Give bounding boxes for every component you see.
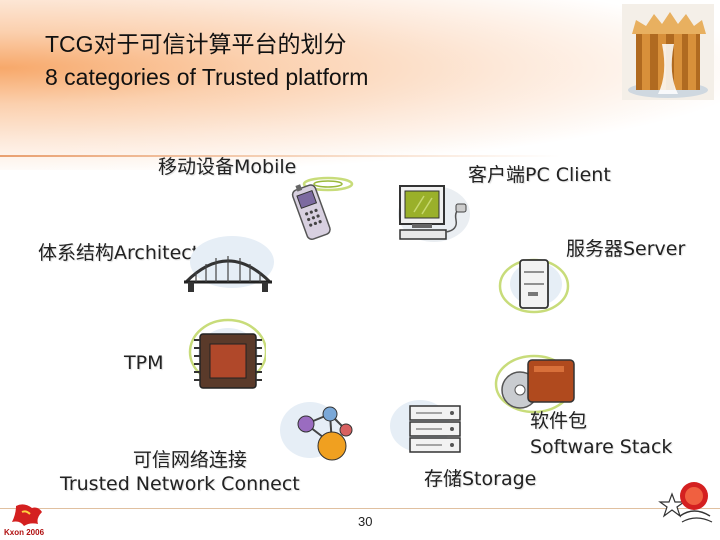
software-box-icon	[494, 354, 575, 414]
label-pc-client: 客户端PC Client	[468, 164, 611, 186]
slide-title: TCG对于可信计算平台的划分 8 categories of Trusted p…	[45, 28, 368, 94]
bridge-icon	[184, 236, 274, 292]
page-number: 30	[358, 514, 373, 529]
label-network-cn: 可信网络连接	[132, 449, 247, 471]
kxon-logo-icon: Kxon 2006	[4, 504, 45, 537]
label-software-stack-cn: 软件包	[530, 410, 588, 432]
conference-badge-icon	[658, 482, 713, 523]
label-network: 可信网络连接 Trusted Network Connect	[60, 448, 300, 496]
castle-logo-icon	[622, 4, 714, 100]
chip-icon	[188, 318, 266, 389]
label-server: 服务器Server	[566, 238, 686, 260]
footer-divider	[0, 508, 720, 509]
header-gradient	[0, 0, 720, 170]
pc-client-icon	[398, 185, 470, 242]
title-line-2: 8 categories of Trusted platform	[45, 64, 369, 90]
label-software-stack: 软件包 Software Stack	[530, 408, 672, 460]
label-software-stack-en: Software Stack	[530, 436, 673, 458]
label-architecture: 体系结构Architecture	[38, 242, 231, 264]
title-line-1: TCG对于可信计算平台的划分	[45, 31, 347, 57]
network-nodes-icon	[280, 402, 353, 461]
storage-icon	[390, 400, 461, 453]
label-mobile: 移动设备Mobile	[158, 156, 297, 178]
label-storage: 存储Storage	[424, 468, 537, 490]
svg-text:Kxon 2006: Kxon 2006	[4, 528, 45, 537]
server-icon	[498, 258, 570, 314]
label-tpm: TPM	[124, 352, 164, 374]
mobile-phone-icon	[291, 176, 354, 240]
label-network-en: Trusted Network Connect	[60, 473, 300, 495]
header-divider	[0, 155, 560, 157]
